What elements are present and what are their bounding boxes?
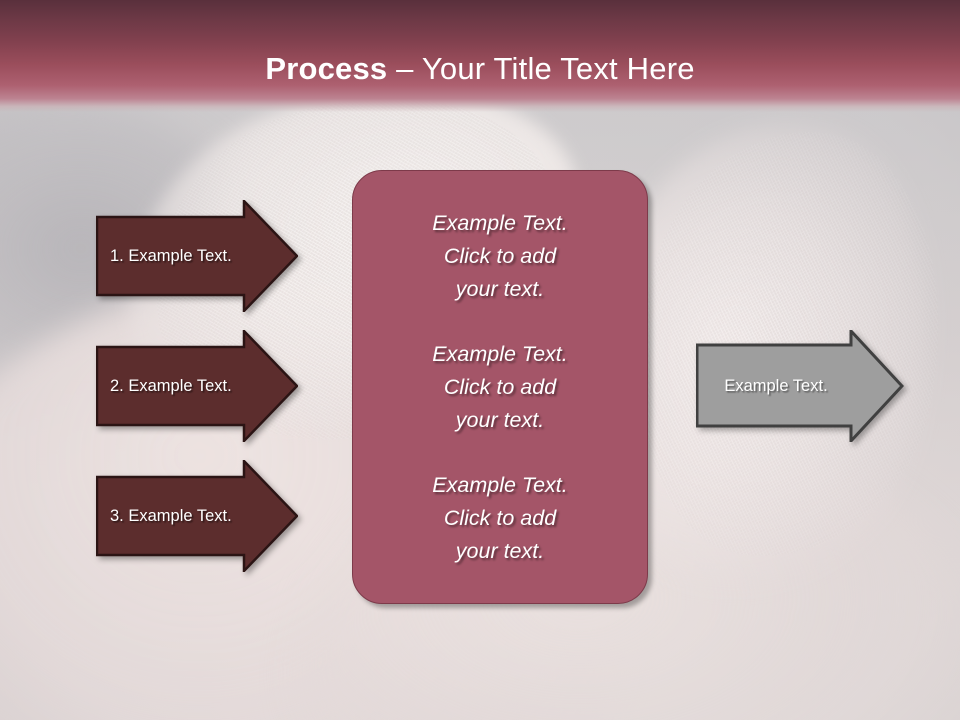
process-arrow-2[interactable]: 2. Example Text. [96, 330, 298, 442]
center-paragraph-2: Example Text. Click to add your text. [432, 342, 568, 432]
center-paragraph-1: Example Text. Click to add your text. [432, 211, 568, 301]
arrow-right-shape-icon [96, 330, 298, 442]
page-title: Process – Your Title Text Here [0, 0, 960, 84]
outcome-arrow[interactable]: Example Text. [696, 330, 904, 442]
process-arrow-1[interactable]: 1. Example Text. [96, 200, 298, 312]
header-band [0, 0, 960, 112]
arrow-right-shape-icon [96, 200, 298, 312]
center-paragraph-3: Example Text. Click to add your text. [432, 473, 568, 563]
process-arrow-3[interactable]: 3. Example Text. [96, 460, 298, 572]
center-content-box[interactable]: Example Text. Click to add your text. Ex… [352, 170, 648, 604]
page-title-rest: – Your Title Text Here [387, 51, 695, 86]
page-title-bold: Process [265, 51, 388, 86]
arrow-right-shape-icon [696, 330, 904, 442]
arrow-right-shape-icon [96, 460, 298, 572]
